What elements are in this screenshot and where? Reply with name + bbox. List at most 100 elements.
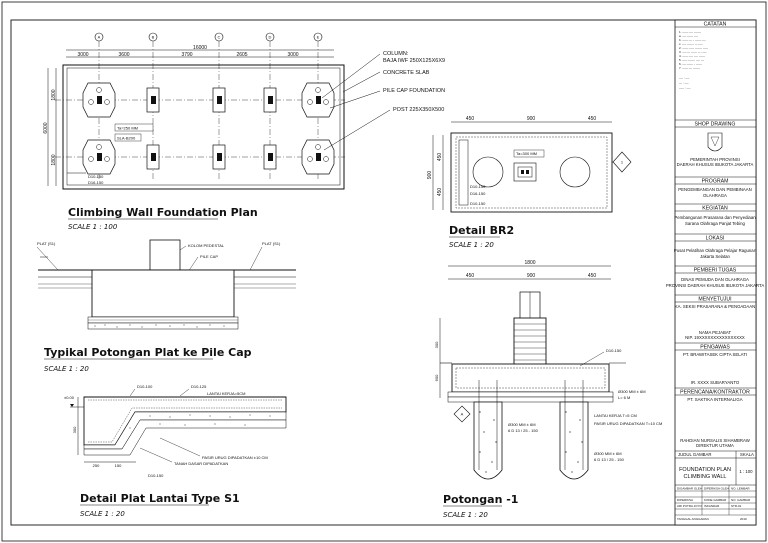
tb-sign3-name: RAHDIAN NURSALIS SIHAMBRAW	[680, 438, 751, 443]
plan-label-column-size: BAJA IWF 250X125X6X9	[383, 58, 445, 64]
sec-pilecap	[91, 269, 235, 318]
tb-bottom-6: NO. GAMBAR	[731, 498, 751, 502]
plan-label-column: COLUMN:	[383, 51, 409, 57]
tb-kegiatan-heading: KEGIATAN	[702, 206, 728, 212]
tb-perencana: PT. SAKTIKA INTERNALIGA	[687, 397, 742, 402]
br2-pedestal	[513, 162, 537, 182]
sec-scale: SCALE 1 : 20	[44, 365, 89, 373]
plan-tag-d10: D10-150	[88, 174, 104, 179]
tb-notes: 1. ------ ---- ------- a. ---- ------ --…	[679, 30, 708, 90]
tb-program-2: OLAHRAGA	[703, 193, 727, 198]
pot-dim-side-2: 600	[434, 374, 439, 381]
tb-bottom-2: DIPERIKSA OLEH	[704, 487, 729, 491]
s1-scale: SCALE 1 : 20	[80, 510, 125, 518]
sec-label-plat-left: PLAT (S1)	[37, 241, 56, 246]
sec-title: Typikal Potongan Plat ke Pile Cap	[44, 346, 252, 359]
plan-bay-4: 2605	[236, 52, 247, 58]
tb-note-6: 3. ---- --- ------ -- - ----	[679, 50, 706, 54]
pot-detail-marker	[453, 405, 471, 423]
plan-piles	[88, 87, 329, 162]
pot-detail-letter: A	[461, 412, 464, 417]
br2-dim-side-2: 450	[437, 188, 443, 197]
sec-label-kolom: KOLOM PEDESTAL	[188, 243, 225, 248]
s1-dim-bottom-2: 150	[115, 463, 122, 468]
plan-columns	[97, 96, 321, 161]
pot-dim-total: 1800	[524, 260, 535, 266]
plan-bay-2: 3600	[118, 52, 129, 58]
tb-note-12: --- : ----	[679, 81, 689, 85]
grid-bubble-3: C	[218, 35, 221, 40]
pot-dim-2: 900	[527, 273, 536, 279]
br2-section-number: 1	[621, 160, 624, 165]
br2-section-marker	[612, 151, 632, 173]
section-potongan-1: 1800 450 900 450 300 600	[434, 260, 662, 519]
s1-label-lantai-kerja: LANTAI KERJA=5CM	[207, 391, 246, 396]
pot-label-pile1: Ø300 MM ± 6M	[618, 389, 646, 394]
plan-label-slab: CONCRETE SLAB	[383, 70, 430, 76]
grid-bubble-2: B	[152, 35, 155, 40]
plan-left-dim-bottom: 1800	[51, 154, 57, 165]
tb-sign2: IR. XXXX SUBARYANTO	[691, 380, 740, 385]
tb-pengawas-heading: PENGAWAS	[700, 345, 730, 351]
s1-dim-bottom-1: 250	[93, 463, 100, 468]
tb-pemberi-heading: PEMBERI TUGAS	[694, 268, 737, 274]
tb-note-9: 6. ---- ------ - ------	[679, 62, 702, 66]
tb-note-1: 1. ------ ---- -------	[679, 30, 701, 34]
plan-bay-1: 3000	[77, 52, 88, 58]
sec-label-pilecap: PILE CAP	[200, 254, 218, 259]
pot-dim-side-1: 300	[434, 341, 439, 348]
tb-bottom-7: ARI PUTRA JOYO	[677, 504, 703, 508]
br2-rebar-3: D10-150	[470, 201, 486, 206]
tb-menyetujui-heading: MENYETUJUI	[698, 297, 731, 303]
s1-label-d10-150: D10-150	[148, 473, 164, 478]
pot-label-pasir: PASIR URUG DIPADATKAN T=10 CM	[594, 421, 662, 426]
br2-title: Detail BR2	[449, 224, 514, 237]
pot-label-length: L= 6 M	[618, 395, 630, 400]
sec-label-plat-right: PLAT (S1)	[262, 241, 281, 246]
br2-rebar-2: D16-150	[470, 191, 486, 196]
tb-kegiatan-1: Pembangunan Prasarana dan Penyediaan	[674, 215, 756, 220]
pot-dim-1: 450	[466, 273, 475, 279]
pot-title: Potongan -1	[443, 493, 518, 506]
br2-dim-top-2: 900	[527, 116, 536, 122]
tb-program-1: PENGEMBANGAN DAN PEMBINAAN	[678, 187, 752, 192]
grid-bubble-5: E	[317, 35, 320, 40]
plan-label-post: POST 225X350X500	[393, 107, 444, 113]
grid-bubble-1: A	[98, 35, 101, 40]
s1-label-d10-125: D10-125	[191, 384, 207, 389]
tb-note-5: 2. ------ ----- ------- -----	[679, 46, 708, 50]
tb-owner-1: PEMERINTAH PROVINSI	[690, 157, 740, 162]
pot-pile-right	[559, 401, 589, 480]
plan-slab-outline	[62, 64, 345, 190]
plan-total-width: 16000	[193, 45, 207, 51]
plan-tag-slab: SLA-B200	[117, 136, 136, 141]
br2-dim-top-3: 450	[588, 116, 597, 122]
pot-pile-left	[473, 401, 503, 480]
tb-sign1-nip: NIP. 19XXXXXXXXXXXXXXXX	[685, 335, 745, 340]
section-plat-pilecap: PLAT (S1) KOLOM PEDESTAL PILE CAP PLAT (…	[36, 239, 296, 373]
tb-owner-2: DAERAH KHUSUS IBUKOTA JAKARTA	[677, 162, 754, 167]
s1-label-pasir: PASIR URUG DIPADATKAN ±10 CM	[202, 455, 268, 460]
br2-tag: Ta=300 MM	[516, 151, 537, 156]
plan-bay-3: 3790	[181, 52, 192, 58]
detail-s1: D10-100 D10-125 LANTAI KERJA=5CM ±0.00 3…	[64, 384, 287, 518]
plan-bay-5: 3000	[287, 52, 298, 58]
tb-note-7: 4. ------ ---- ---- ------	[679, 54, 705, 58]
tb-menyetujui: KA. SEKSI PRASARANA & PENGADAAN	[675, 304, 755, 309]
br2-pile-left	[472, 156, 504, 188]
s1-title: Detail Plat Lantai Type S1	[80, 492, 240, 505]
tb-bottom-9: STR-01	[731, 504, 742, 508]
tb-judul-1: FOUNDATION PLAN	[679, 467, 731, 473]
tb-note-13: ----- : ----	[679, 86, 691, 90]
tb-note-8: 5. ----- ------- ---- ---	[679, 58, 704, 62]
tb-perencana-heading: PERENCANA/KONTRAKTOR	[680, 390, 750, 396]
tb-shop-drawing: SHOP DRAWING	[695, 122, 736, 128]
plan-left-dim-top: 1800	[51, 89, 57, 100]
tb-kegiatan-2: Sarana Olahraga Panjat Tebing	[685, 221, 745, 226]
tb-note-3: b. ------ --- - ------ ----	[679, 38, 706, 42]
pot-label-lantai: LANTAI KERJA T=5 CM	[594, 413, 637, 418]
br2-dim-side-1: 450	[437, 153, 443, 162]
detail-br2: 450 900 450 450 450 900 Ta=300 MM D10-15…	[427, 116, 632, 249]
